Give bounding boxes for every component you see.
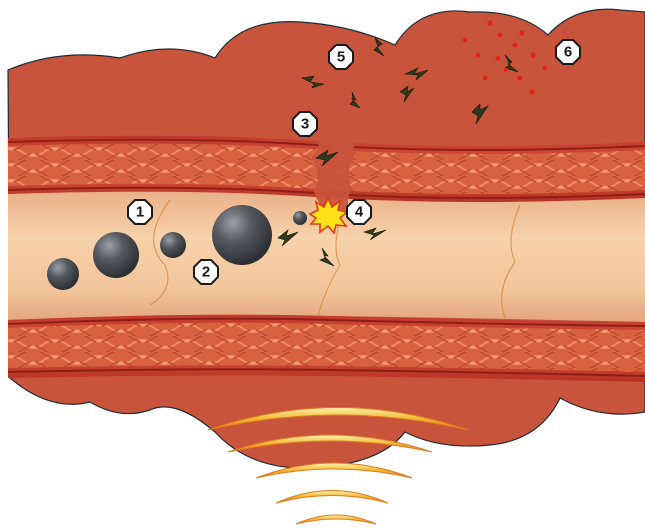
- svg-text:6: 6: [564, 44, 572, 61]
- wave: [276, 491, 388, 504]
- wave: [296, 515, 376, 524]
- label-2: 2: [194, 260, 218, 284]
- svg-text:4: 4: [355, 204, 364, 221]
- svg-text:2: 2: [202, 264, 210, 281]
- bubble: [160, 232, 186, 258]
- label-4: 4: [347, 200, 371, 224]
- label-5: 5: [329, 45, 353, 69]
- bubble: [93, 232, 139, 278]
- label-6: 6: [556, 40, 580, 64]
- svg-text:5: 5: [337, 49, 345, 66]
- svg-text:3: 3: [301, 116, 309, 133]
- lower-vessel-wall: [8, 315, 645, 382]
- bubble: [47, 258, 79, 290]
- bubble: [293, 211, 307, 225]
- label-3: 3: [293, 112, 317, 136]
- label-1: 1: [128, 200, 152, 224]
- svg-text:1: 1: [136, 204, 144, 221]
- bubble: [212, 205, 272, 265]
